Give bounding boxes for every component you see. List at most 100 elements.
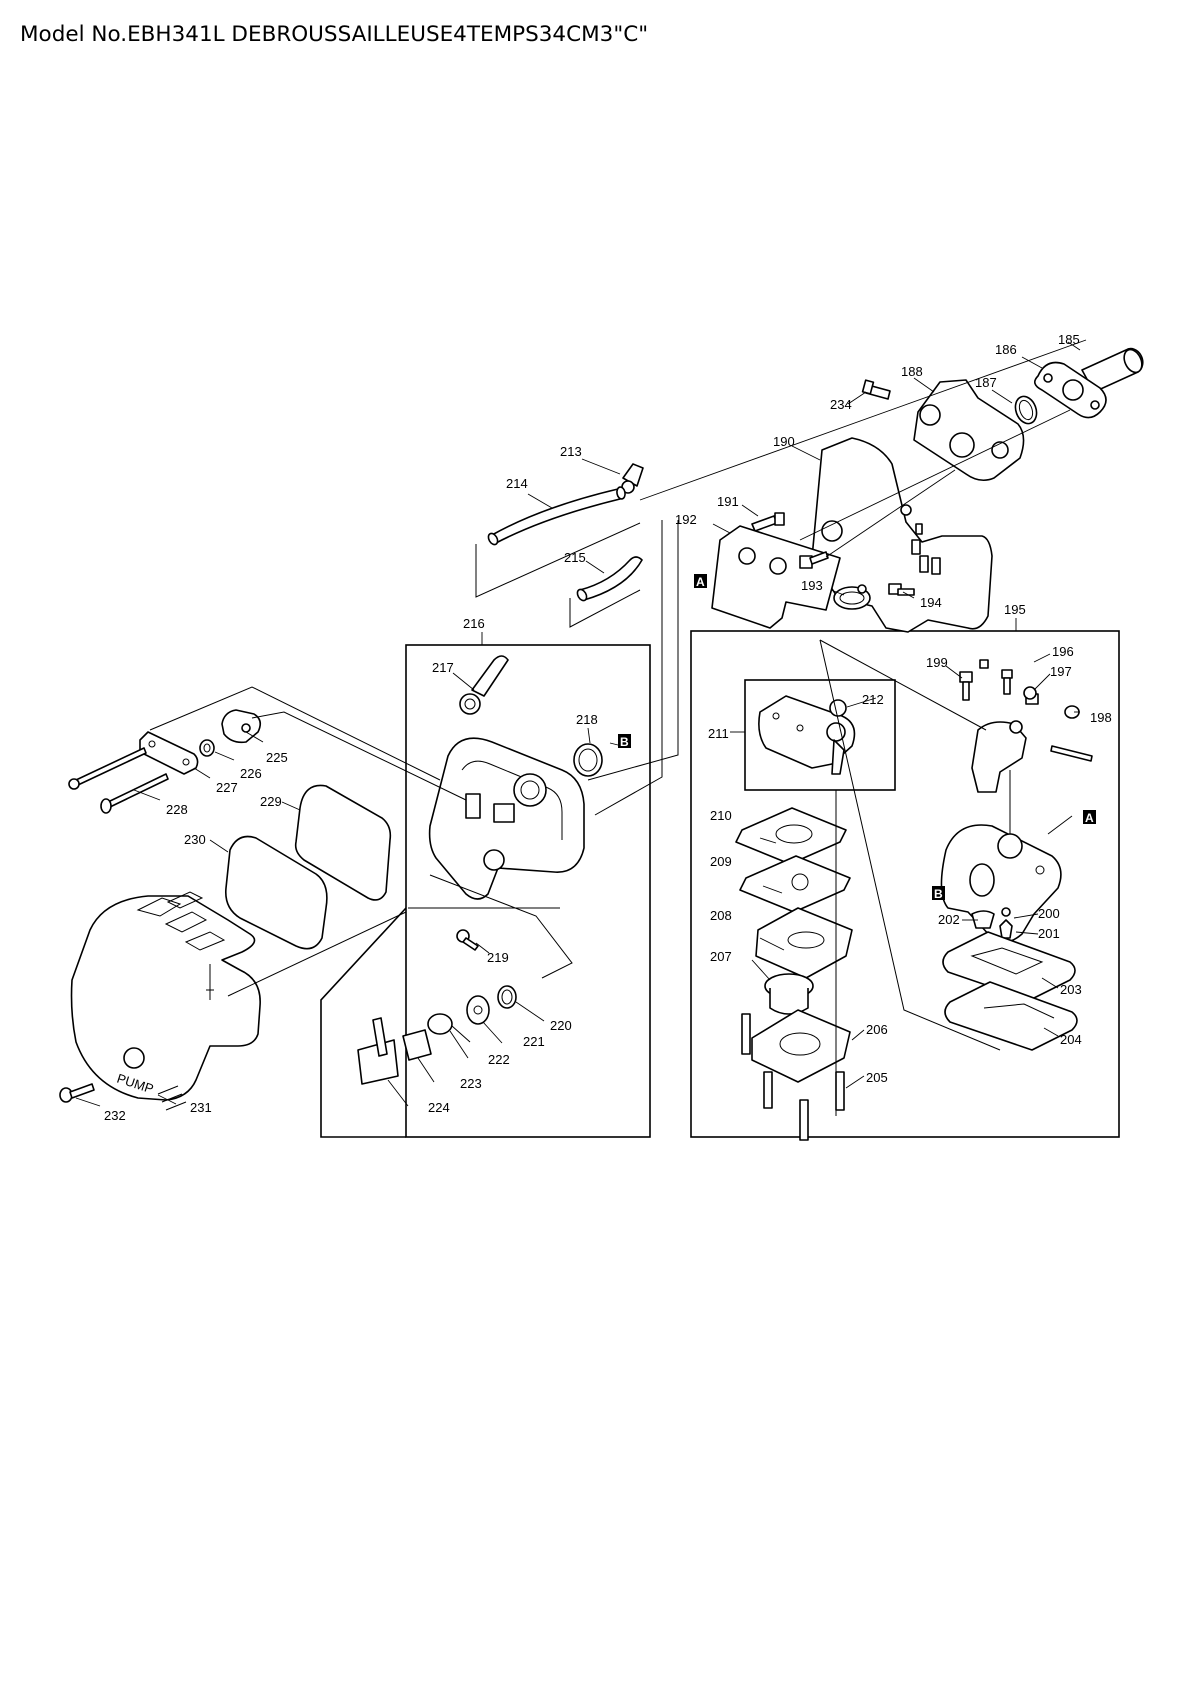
part-221-valve: [466, 995, 490, 1025]
part-230-filter-sponge: [224, 835, 328, 950]
callout-224: 224: [428, 1100, 450, 1115]
bracket-215: [569, 589, 641, 628]
callout-192: 192: [675, 512, 697, 527]
callout-210: 210: [710, 808, 732, 823]
callout-193: 193: [801, 578, 823, 593]
part-223-filter-element: [402, 1029, 432, 1061]
callout-207: 207: [710, 949, 732, 964]
leader-215-216: [594, 520, 663, 816]
callout-190: 190: [773, 434, 795, 449]
callout-221: 221: [523, 1034, 545, 1049]
callout-196: 196: [1052, 644, 1074, 659]
part-192-gasket: [711, 525, 841, 629]
part-195-carburetor-body: [940, 824, 1062, 943]
part-234-screw: [861, 379, 891, 400]
part-187-o-ring: [1014, 395, 1038, 425]
marker-b-left: B: [618, 734, 631, 749]
part-202-plug: [971, 910, 995, 929]
part-226-washer: [199, 739, 215, 757]
callout-234: 234: [830, 397, 852, 412]
page-title: Model No.EBH341L DEBROUSSAILLEUSE4TEMPS3…: [20, 22, 649, 47]
callout-186: 186: [995, 342, 1017, 357]
part-199-screw: [959, 671, 973, 701]
callout-194: 194: [920, 595, 942, 610]
callout-197: 197: [1050, 664, 1072, 679]
callout-200: 200: [1038, 906, 1060, 921]
part-219-screw: [456, 929, 479, 951]
callout-206: 206: [866, 1022, 888, 1037]
part-210-gasket: [735, 807, 847, 865]
part-194-bolt: [888, 583, 915, 596]
part-213-clamp: [621, 463, 644, 494]
part-190-bracket-plate: [811, 437, 993, 633]
part-197-screw: [979, 659, 1013, 695]
part-204-diaphragm: [944, 981, 1078, 1051]
callout-216: 216: [463, 616, 485, 631]
part-200-201-needle: [999, 907, 1013, 939]
part-224-sponge: [357, 1017, 399, 1085]
part-231-air-cleaner-cover: PUMP: [70, 891, 261, 1111]
frame-211: [744, 679, 896, 791]
callout-198: 198: [1090, 710, 1112, 725]
part-207-primer-bulb: [764, 973, 814, 1015]
part-185-intake-tube: [1081, 347, 1144, 393]
svg-text:B: B: [934, 887, 943, 901]
callout-211: 211: [708, 726, 729, 741]
callout-201: 201: [1038, 926, 1060, 941]
marker-a-left: A: [694, 574, 707, 589]
part-216-air-cleaner-case: [428, 737, 585, 900]
callout-225: 225: [266, 750, 288, 765]
callout-226: 226: [240, 766, 262, 781]
callout-215: 215: [564, 550, 586, 565]
callout-227: 227: [216, 780, 238, 795]
part-188-insulator: [913, 379, 1025, 482]
callout-187: 187: [975, 375, 997, 390]
callout-203: 203: [1060, 982, 1082, 997]
callout-204: 204: [1060, 1032, 1082, 1047]
part-193-clip: [833, 584, 871, 610]
marker-a-right: A: [1083, 810, 1096, 825]
part-228b-bolt: [68, 747, 147, 790]
part-203-gasket: [942, 931, 1076, 1001]
callout-232: 232: [104, 1108, 126, 1123]
callout-209: 209: [710, 854, 732, 869]
part-209-diaphragm: [739, 855, 851, 913]
callout-191: 191: [717, 494, 739, 509]
callout-219: 219: [487, 950, 509, 965]
part-191-screw: [751, 512, 785, 532]
callout-220: 220: [550, 1018, 572, 1033]
frame-216: [405, 644, 651, 1138]
part-218-o-ring: [573, 743, 603, 777]
callout-199: 199: [926, 655, 948, 670]
part-208-pump-cover: [755, 907, 853, 979]
callout-218: 218: [576, 712, 598, 727]
callout-208: 208: [710, 908, 732, 923]
callout-205: 205: [866, 1070, 888, 1085]
frame-216-left-step: [320, 907, 407, 1138]
callout-202: 202: [938, 912, 960, 927]
part-228-bolt: [100, 773, 169, 814]
callout-214: 214: [506, 476, 528, 491]
part-229-filter: [294, 784, 392, 901]
bracket-214: [475, 522, 641, 598]
callout-228: 228: [166, 802, 188, 817]
part-232-screw: [59, 1083, 95, 1103]
callout-230: 230: [184, 832, 206, 847]
part-194b-bolt: [799, 551, 829, 569]
callout-231: 231: [190, 1100, 212, 1115]
part-211-pump-body: [758, 695, 856, 775]
part-225-choke-shaft: [221, 709, 262, 744]
svg-text:B: B: [620, 735, 629, 749]
callout-188: 188: [901, 364, 923, 379]
callout-223: 223: [460, 1076, 482, 1091]
callout-213: 213: [560, 444, 582, 459]
part-227-bracket: [139, 731, 199, 775]
part-220-o-ring: [497, 985, 517, 1009]
callout-212: 212: [862, 692, 884, 707]
part-222-diaphragm: [427, 1013, 471, 1043]
part-196-198-throttle: [971, 686, 1093, 793]
callout-229: 229: [260, 794, 282, 809]
callout-222: 222: [488, 1052, 510, 1067]
callout-217: 217: [432, 660, 454, 675]
